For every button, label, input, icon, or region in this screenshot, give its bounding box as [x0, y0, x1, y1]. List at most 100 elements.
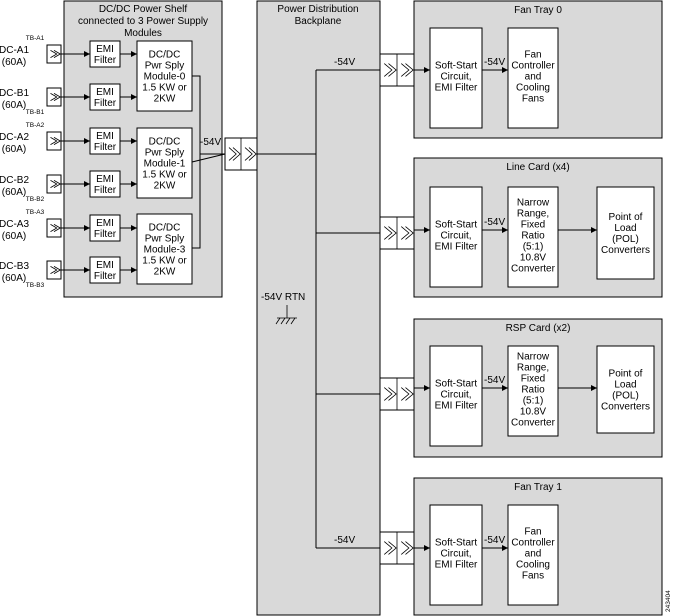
svg-text:Converter: Converter: [511, 418, 556, 429]
svg-text:Cooling: Cooling: [516, 83, 550, 94]
block-box-0: [507, 27, 559, 129]
svg-text:1.5 KW or: 1.5 KW or: [142, 170, 187, 181]
module1-output: [191, 153, 226, 163]
softstart-box-3: [429, 504, 483, 606]
svg-text:Fan: Fan: [524, 527, 541, 538]
svg-text:10.8V: 10.8V: [520, 253, 546, 264]
svg-text:Pwr Sply: Pwr Sply: [145, 148, 184, 159]
svg-text:Circuit,: Circuit,: [440, 72, 471, 83]
svg-text:Pwr Sply: Pwr Sply: [145, 234, 184, 245]
svg-text:Converters: Converters: [601, 245, 650, 256]
svg-text:Point of: Point of: [609, 212, 643, 223]
pwr-supply-module-1: [136, 127, 193, 199]
svg-text:Soft-Start: Soft-Start: [435, 61, 477, 72]
svg-text:and: and: [525, 549, 542, 560]
svg-text:1.5 KW or: 1.5 KW or: [142, 256, 187, 267]
svg-text:2KW: 2KW: [154, 181, 176, 192]
softstart-box-2: [429, 345, 483, 447]
emi-filter-2: [89, 127, 121, 155]
svg-text:Fan: Fan: [524, 50, 541, 61]
input-dc-b2: DC-B2(60A)TB-B2: [0, 175, 45, 203]
svg-text:Soft-Start: Soft-Start: [435, 538, 477, 549]
softstart-box-1: [429, 186, 483, 288]
input-dc-b3: DC-B3(60A)TB-B3: [0, 261, 45, 289]
svg-text:Module-3: Module-3: [144, 245, 186, 256]
input-connector-5: [46, 260, 62, 280]
svg-text:(60A): (60A): [2, 231, 26, 242]
svg-text:(5:1): (5:1): [523, 242, 544, 253]
svg-text:Filter: Filter: [94, 185, 117, 196]
card-title-1: Line Card (x4): [506, 162, 569, 173]
svg-text:(5:1): (5:1): [523, 396, 544, 407]
svg-text:Load: Load: [614, 223, 636, 234]
card-connector-0: [379, 53, 415, 87]
card-title-0: Fan Tray 0: [514, 5, 562, 16]
svg-text:Point of: Point of: [609, 369, 643, 380]
svg-text:Filter: Filter: [94, 229, 117, 240]
input-connector-3: [46, 174, 62, 194]
backplane-panel: [256, 0, 381, 616]
svg-text:Module-0: Module-0: [144, 72, 186, 83]
svg-text:(60A): (60A): [2, 144, 26, 155]
svg-text:TB-A2: TB-A2: [26, 122, 45, 129]
svg-text:EMI Filter: EMI Filter: [435, 560, 478, 571]
svg-text:Controller: Controller: [511, 61, 555, 72]
svg-text:Circuit,: Circuit,: [440, 231, 471, 242]
svg-text:Filter: Filter: [94, 271, 117, 282]
svg-text:Backplane: Backplane: [295, 16, 342, 27]
input-dc-a2: DC-A2(60A) TB-A2: [0, 122, 45, 155]
svg-text:DC/DC Power Shelf: DC/DC Power Shelf: [99, 4, 188, 15]
pwr-supply-module-2: [136, 213, 193, 285]
svg-text:TB-B3: TB-B3: [26, 282, 45, 289]
svg-text:Circuit,: Circuit,: [440, 390, 471, 401]
svg-text:TB-A3: TB-A3: [26, 209, 45, 216]
svg-text:DC-A1: DC-A1: [0, 45, 29, 56]
card-connector-3: [379, 531, 415, 565]
card-title-2: RSP Card (x2): [506, 323, 571, 334]
svg-text:10.8V: 10.8V: [520, 407, 546, 418]
svg-text:Converters: Converters: [601, 402, 650, 413]
svg-text:Fixed: Fixed: [521, 220, 545, 231]
svg-text:Fans: Fans: [522, 571, 544, 582]
svg-text:TB-A1: TB-A1: [26, 35, 45, 42]
svg-text:2KW: 2KW: [154, 267, 176, 278]
svg-text:1.5 KW or: 1.5 KW or: [142, 83, 187, 94]
svg-text:Soft-Start: Soft-Start: [435, 220, 477, 231]
svg-text:(60A): (60A): [2, 273, 26, 284]
svg-text:DC-B2: DC-B2: [0, 175, 29, 186]
block-box-3: [507, 504, 559, 606]
svg-text:Ratio: Ratio: [521, 231, 545, 242]
shelf-output-connector: [224, 137, 258, 171]
svg-text:Cooling: Cooling: [516, 560, 550, 571]
svg-text:DC-A3: DC-A3: [0, 219, 29, 230]
svg-text:(POL): (POL): [612, 391, 639, 402]
figure-id: 243404: [665, 590, 672, 612]
svg-text:connected to 3 Power Supply: connected to 3 Power Supply: [78, 16, 208, 27]
svg-text:EMI: EMI: [96, 174, 114, 185]
mid-label-2: -54V: [484, 375, 505, 386]
svg-text:DC/DC: DC/DC: [149, 137, 181, 148]
rtn-label: -54V RTN: [261, 292, 305, 303]
svg-text:DC-A2: DC-A2: [0, 132, 29, 143]
module-output-bus: [192, 75, 201, 249]
ground-symbol: [275, 305, 297, 325]
load-box-2: [596, 345, 655, 434]
input-dc-a1: DC-A1(60A)TB-A1: [0, 35, 45, 68]
input-connector-4: [46, 218, 62, 238]
svg-text:DC/DC: DC/DC: [149, 50, 181, 61]
backplane-title: Power Distribution Backplane: [277, 4, 358, 27]
svg-text:DC/DC: DC/DC: [149, 223, 181, 234]
svg-text:Fixed: Fixed: [521, 374, 545, 385]
svg-text:EMI Filter: EMI Filter: [435, 242, 478, 253]
svg-text:Converter: Converter: [511, 264, 556, 275]
svg-text:TB-B2: TB-B2: [26, 196, 45, 203]
